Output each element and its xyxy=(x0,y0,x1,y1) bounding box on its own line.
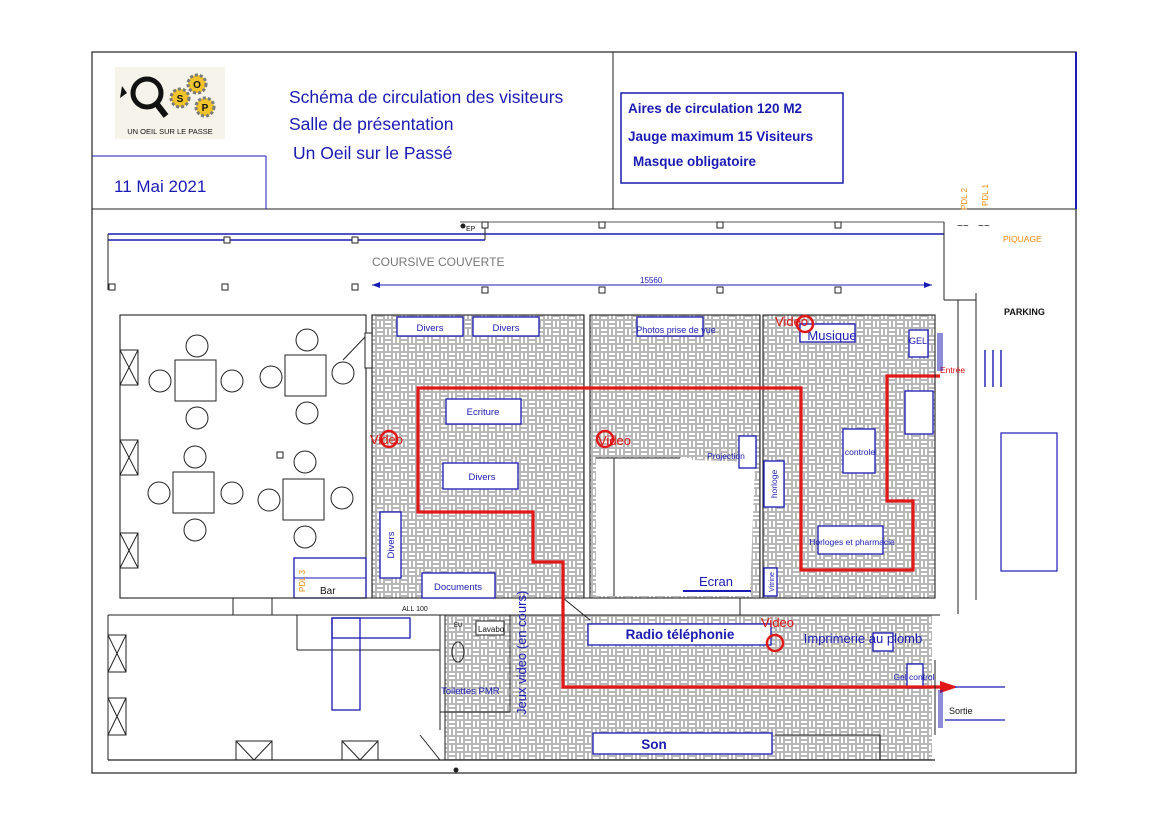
room-radio: Radio téléphonie xyxy=(626,627,735,642)
pillars xyxy=(108,221,842,459)
room-controle: controle xyxy=(845,447,876,457)
lavabo-label: Lavabo xyxy=(478,625,505,634)
info-line-3: Masque obligatoire xyxy=(633,154,757,169)
logo-letter: S xyxy=(177,94,184,105)
dimension-label: 15560 xyxy=(640,276,663,285)
video-markers: Video Video Video Video xyxy=(370,314,815,653)
eu-label: EU xyxy=(454,623,462,629)
room-ecriture: Ecriture xyxy=(467,407,500,418)
entree-label: Entrée xyxy=(940,365,965,375)
title-block xyxy=(91,51,1077,774)
coursive: COURSIVE COUVERTE EP 15560 xyxy=(107,221,945,300)
title-line-1: Schéma de circulation des visiteurs xyxy=(289,87,564,107)
exit-arrow-icon xyxy=(940,681,958,693)
video-icon xyxy=(795,314,815,334)
piquage-label: PIQUAGE xyxy=(1003,234,1042,244)
room-divers-1: Divers xyxy=(417,323,444,334)
cable-icon: ~~ xyxy=(957,221,969,232)
pdl3-label: PDL 3 xyxy=(298,570,307,592)
pdl2-label: PDL 2 xyxy=(960,188,969,210)
video-label: Video xyxy=(775,314,808,329)
video-icon xyxy=(379,429,399,449)
video-icon xyxy=(595,429,615,449)
room-gel-control: Gel control xyxy=(893,672,934,682)
sortie-label: Sortie xyxy=(949,706,973,716)
title-line-2: Salle de présentation xyxy=(289,114,453,134)
gear-icon xyxy=(169,87,191,109)
title-line-3: Un Oeil sur le Passé xyxy=(293,143,453,163)
room-photos: Photos prise de vue xyxy=(636,325,716,335)
jeux-video-label: Jeux video (en cours) xyxy=(514,591,529,715)
logo-letter: O xyxy=(193,80,201,91)
room-horloge: horloge xyxy=(769,470,779,499)
gear-icon xyxy=(186,73,208,95)
logo-letter: P xyxy=(202,103,209,114)
room-son: Son xyxy=(641,737,667,752)
exhibit-labels: Divers Divers Ecriture Divers Divers Doc… xyxy=(379,316,935,755)
room-divers-2: Divers xyxy=(493,323,520,334)
room-horloges: Horloges et pharmacie xyxy=(809,537,895,547)
date: 11 Mai 2021 xyxy=(114,177,206,196)
logo: O S P UN OEIL SUR LE PASSE xyxy=(115,67,225,139)
room-gel: GEL xyxy=(909,336,927,346)
room-projection: Projection xyxy=(707,451,745,461)
dining-room: Bar PDL 3 xyxy=(119,314,367,599)
bar-label: Bar xyxy=(320,586,336,597)
logo-text: UN OEIL SUR LE PASSE xyxy=(127,127,212,136)
info-box: Aires de circulation 120 M2 Jauge maximu… xyxy=(620,92,844,184)
room-documents: Documents xyxy=(434,582,482,593)
room-vitrine: Vitrine xyxy=(769,572,776,592)
video-label: Video xyxy=(598,433,631,448)
room-imprimerie: Imprimerie au plomb xyxy=(804,631,923,646)
visitor-path xyxy=(416,374,958,693)
info-line-2: Jauge maximum 15 Visiteurs xyxy=(628,129,813,144)
room-divers-3: Divers xyxy=(469,472,496,483)
entrance-area: Entrée PARKING PIQUAGE PDL 2 PDL 1 ~~ ~~… xyxy=(934,184,1058,735)
video-label: Video xyxy=(761,615,794,630)
bottom-wing: ALL 100 EU Toilettes PMR Lavabo Jeux vid… xyxy=(107,591,940,761)
magnifier-icon xyxy=(130,76,164,110)
video-label: Video xyxy=(370,432,403,447)
coursive-label: COURSIVE COUVERTE xyxy=(372,255,504,269)
cable-icon: ~~ xyxy=(978,221,990,232)
video-icon xyxy=(765,633,785,653)
room-ecran: Ecran xyxy=(699,574,733,589)
all-label: ALL 100 xyxy=(402,606,428,613)
toilettes-label: Toilettes PMR xyxy=(441,686,500,697)
room-divers-vertical: Divers xyxy=(386,531,397,558)
parking-label: PARKING xyxy=(1004,307,1045,317)
ep-label: EP xyxy=(466,226,476,233)
gear-icon xyxy=(194,96,216,118)
pdl1-label: PDL 1 xyxy=(981,184,990,206)
room-musique: Musique xyxy=(807,328,856,343)
info-line-1: Aires de circulation 120 M2 xyxy=(628,101,802,116)
